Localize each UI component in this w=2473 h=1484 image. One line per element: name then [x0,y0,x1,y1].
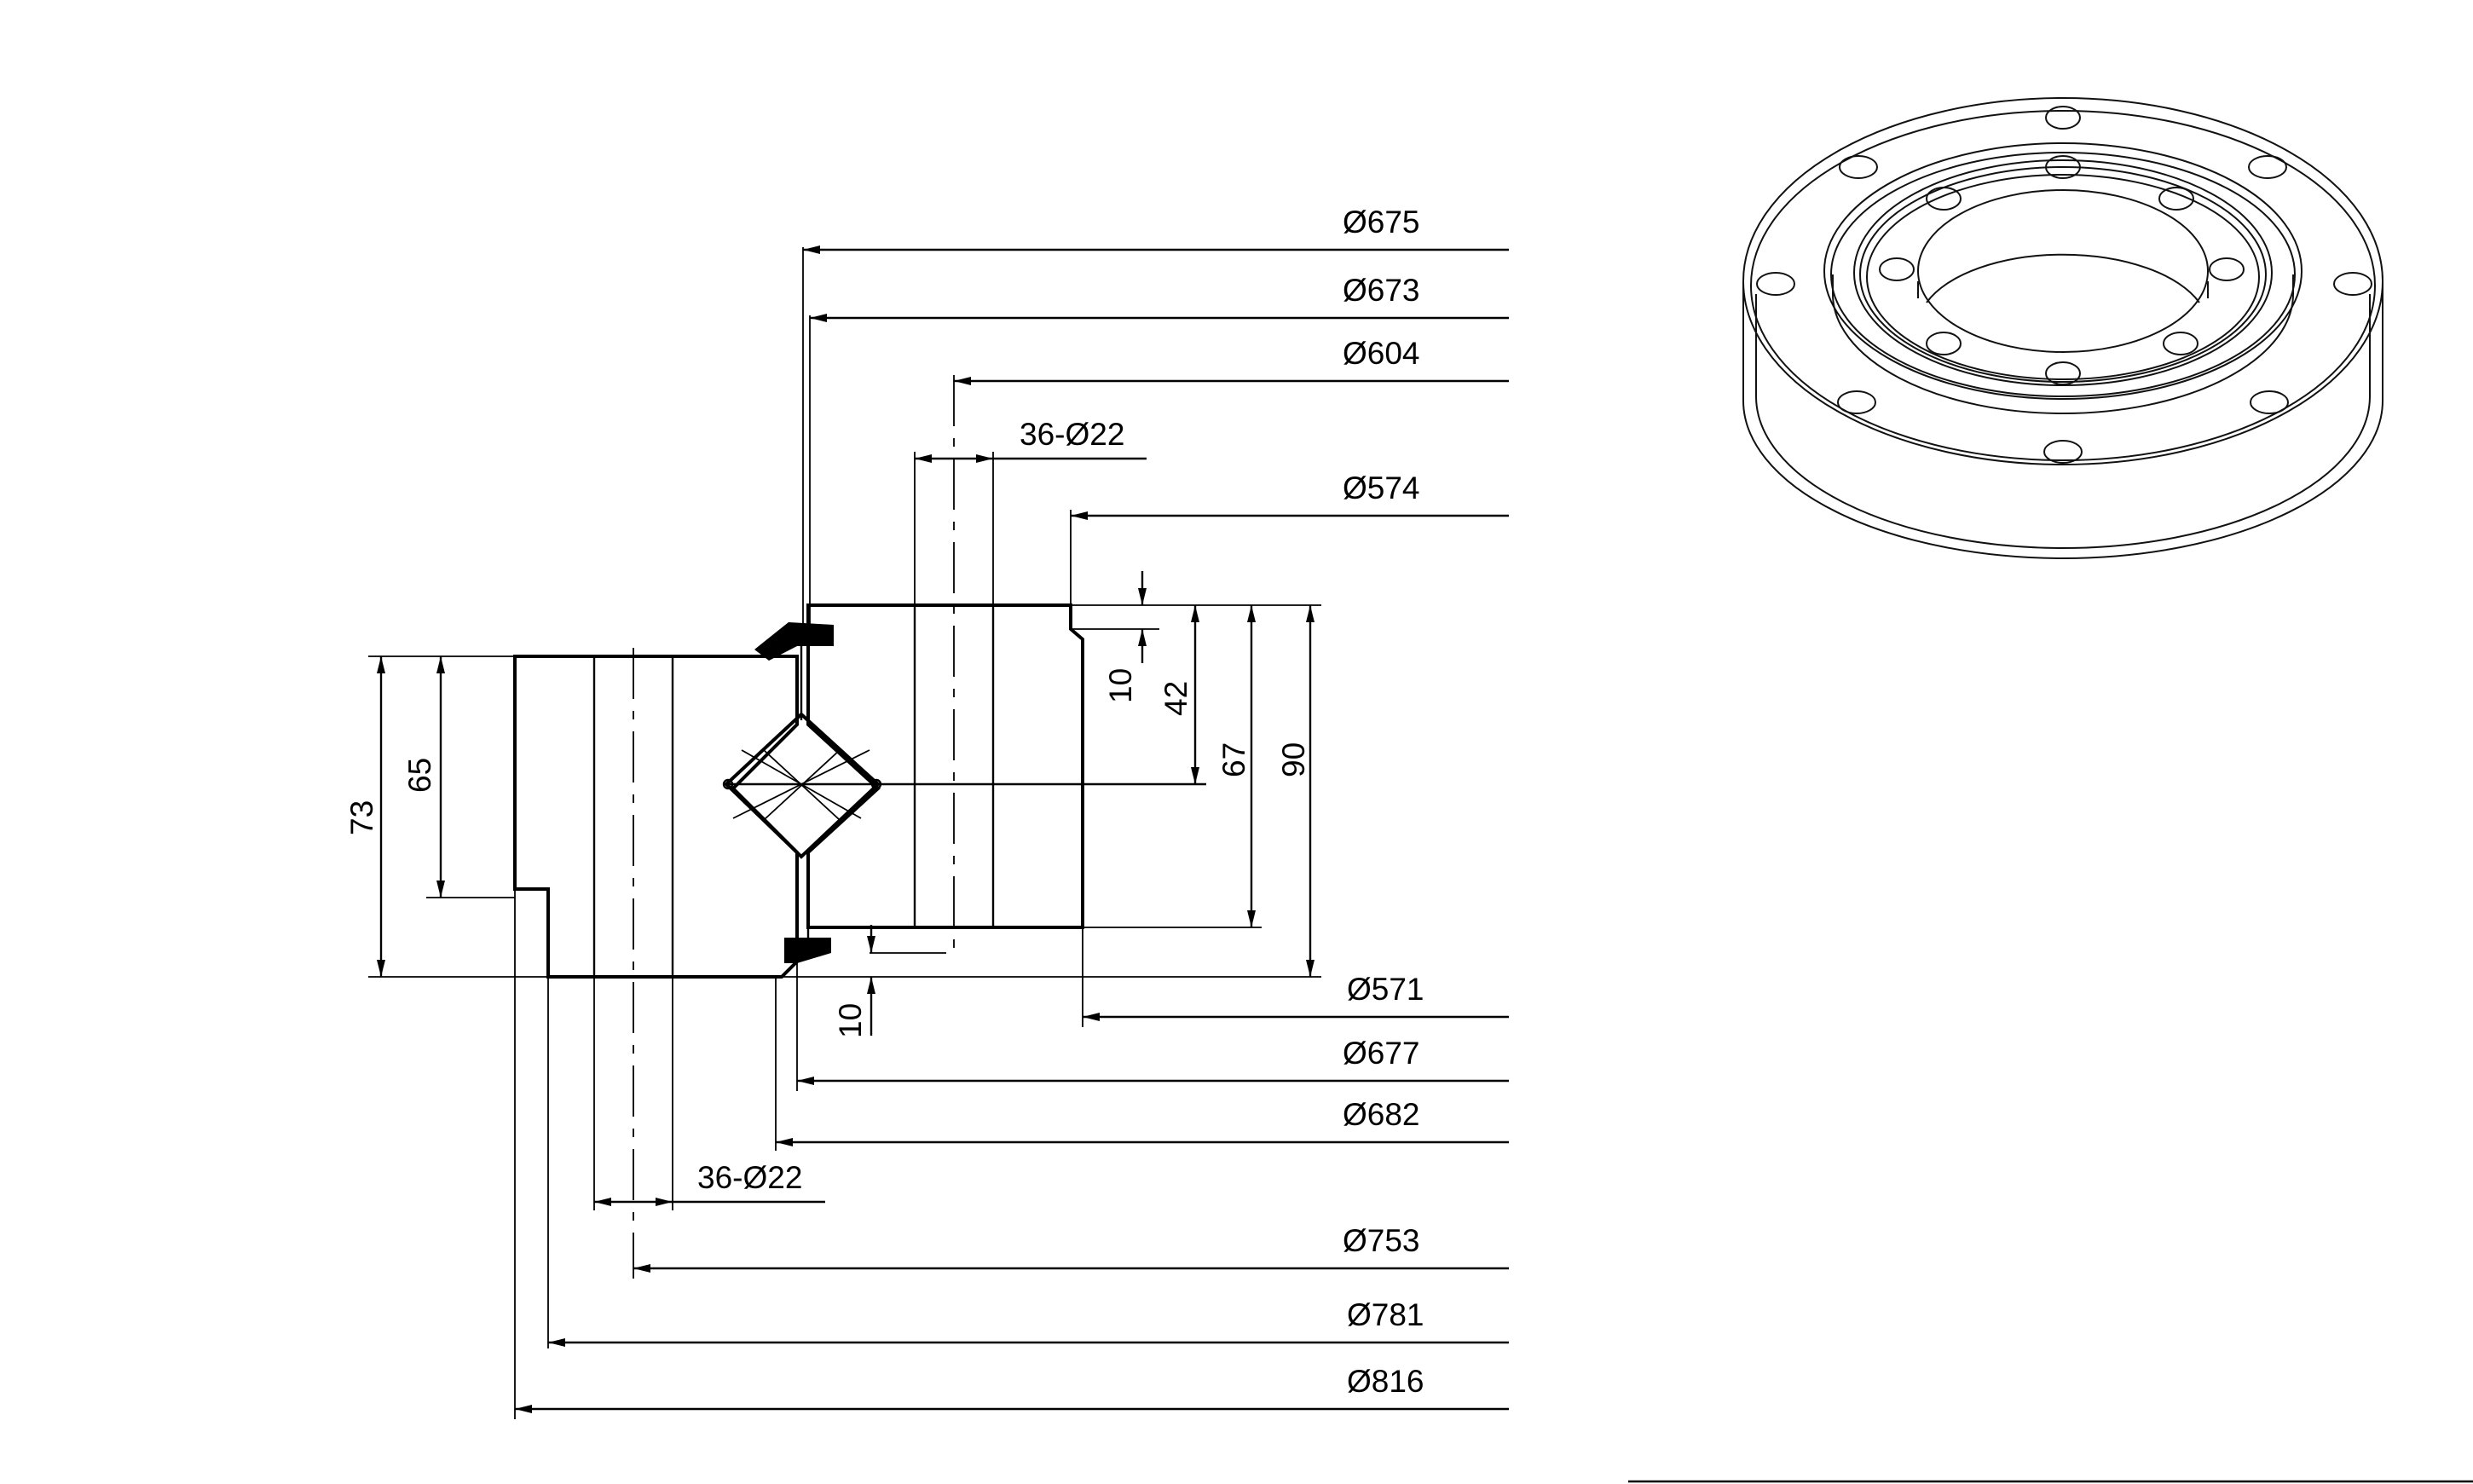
dim-h65: 65 [402,758,437,793]
top-seal [754,622,834,661]
dim-d781: Ø781 [1347,1297,1424,1332]
seals [754,622,834,963]
outer-ring-holes [1756,106,2372,464]
dim-h10-bottom: 10 [833,1003,868,1038]
crossed-roller [722,712,1206,859]
dim-holes-top: 36-Ø22 [1020,417,1124,452]
dim-h10-top: 10 [1103,668,1138,703]
dim-d571: Ø571 [1347,972,1424,1007]
dim-d574: Ø574 [1343,471,1420,505]
dim-holes-bottom: 36-Ø22 [697,1160,802,1195]
bearing-isometric [1742,97,2383,559]
dim-d753: Ø753 [1343,1223,1420,1258]
dim-d677: Ø677 [1343,1036,1420,1071]
dim-h73: 73 [344,800,379,835]
dim-h90: 90 [1276,742,1311,777]
bearing-cross-section [513,375,1206,1279]
dim-d604: Ø604 [1343,336,1420,371]
dim-h67: 67 [1216,742,1251,777]
dim-h42: 42 [1158,681,1193,716]
dimension-lines [368,245,1509,1419]
dim-d816: Ø816 [1347,1364,1424,1399]
bottom-seal [784,938,831,963]
inner-ring-holes [1879,155,2245,385]
dim-d673: Ø673 [1343,273,1420,308]
inner-ring-section [806,375,1084,950]
dimension-labels: Ø675 Ø673 Ø604 36-Ø22 Ø574 10 42 67 90 7… [344,205,1424,1399]
dim-d682: Ø682 [1343,1097,1420,1132]
dim-d675: Ø675 [1343,205,1420,240]
